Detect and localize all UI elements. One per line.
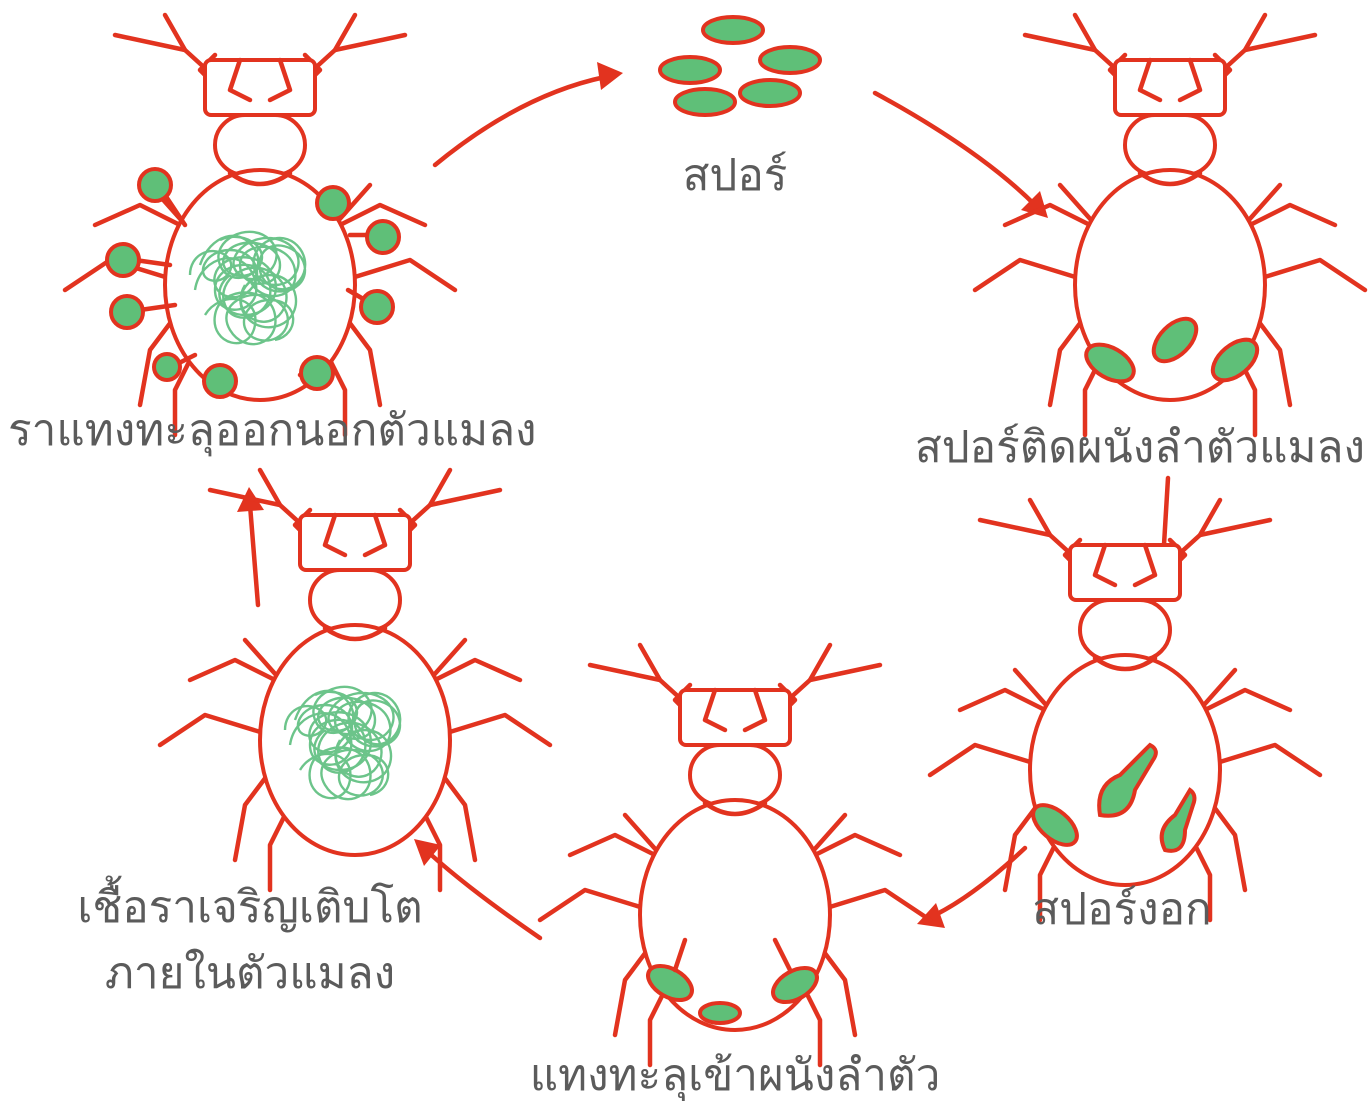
label-fungus-grows-line1: เชื้อราเจริญเติบโต [77,875,422,933]
insect [65,15,455,435]
spore [703,17,763,43]
fruiting-body [204,365,236,397]
fruiting-body [111,296,143,328]
fruiting-body [154,354,180,380]
stage-spores-attach: สปอร์ติดผนังลำตัวแมลง [915,15,1365,473]
label-spores: สปอร์ [683,150,788,201]
stage-fungus-grows: เชื้อราเจริญเติบโต ภายในตัวแมลง [77,470,550,999]
spore [700,1003,740,1023]
fruiting-body [361,291,393,323]
spore [740,80,800,106]
insect [540,645,930,1065]
arrow-emerge-to-spores [435,62,623,165]
arrow-grow-to-emerge [237,487,264,605]
label-spores-germinate: สปอร์งอก [1032,884,1211,935]
label-fungus-grows-line2: ภายในตัวแมลง [105,948,395,999]
label-spores-attach: สปอร์ติดผนังลำตัวแมลง [915,422,1365,473]
fruiting-body [367,221,399,253]
spore [760,47,820,73]
arrow-penetrate-to-grow [414,839,540,938]
fruiting-body [139,169,171,201]
spore [660,57,720,83]
arrow-spores-to-attach [875,93,1048,218]
fruiting-body [107,244,139,276]
insect [160,470,550,890]
insect [930,500,1320,920]
insect [975,15,1365,435]
fruiting-body [301,357,333,389]
stage-spores: สปอร์ [660,17,820,201]
spore-cluster [660,17,820,115]
stage-penetrate: แทงทะลุเข้าผนังลำตัว [530,645,941,1101]
label-penetrate: แทงทะลุเข้าผนังลำตัว [530,1050,941,1101]
label-fungus-emerges: ราแทงทะลุออกนอกตัวแมลง [8,405,537,457]
spore [675,89,735,115]
stage-fungus-emerges: ราแทงทะลุออกนอกตัวแมลง [8,15,537,457]
stage-spores-germinate: สปอร์งอก [930,500,1320,935]
fruiting-body [317,187,349,219]
